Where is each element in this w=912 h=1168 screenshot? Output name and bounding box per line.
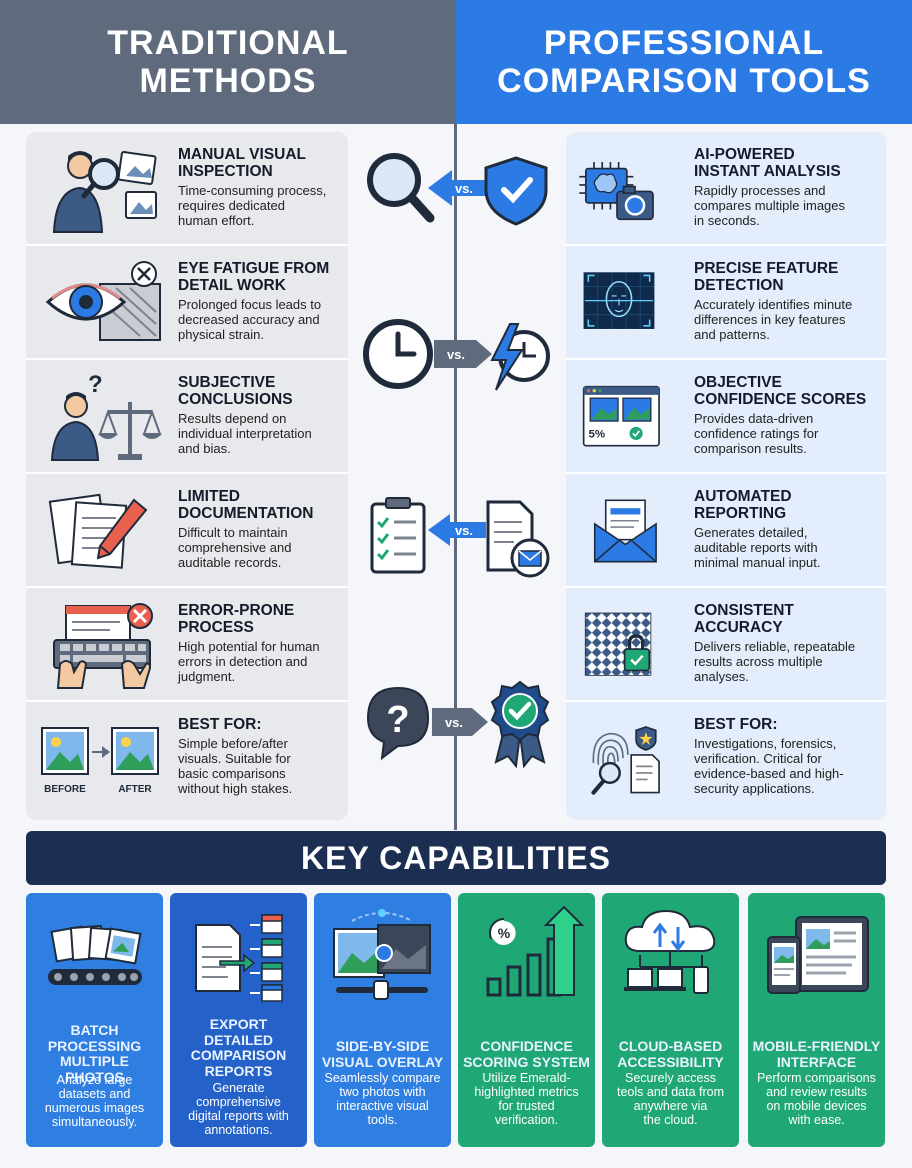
capability-title: EXPORT DETAILED COMPARISON REPORTS — [190, 1016, 287, 1079]
traditional-row-best-for: BEFORE AFTER BEST FOR: Simple before/aft… — [26, 702, 348, 816]
professional-row-desc: Rapidly processes and compares multiple … — [694, 183, 846, 228]
traditional-row-eye-fatigue: EYE FATIGUE FROM DETAIL WORK Prolonged f… — [26, 246, 348, 360]
cloud-devices-icon — [624, 909, 716, 994]
traditional-row-title: SUBJECTIVE CONCLUSIONS — [178, 374, 293, 408]
professional-row-best-for: BEST FOR: Investigations, forensics, ver… — [566, 702, 886, 816]
photo-conveyor-icon — [48, 924, 142, 985]
vs-connector-speed: vs. — [363, 319, 550, 391]
capability-title: CONFIDENCE SCORING SYSTEM — [463, 1038, 590, 1070]
question-bubble-icon — [366, 686, 430, 761]
export-files-icon — [195, 914, 283, 1002]
fingerprint-badge-icon — [591, 726, 660, 795]
traditional-header: TRADITIONAL METHODS — [0, 0, 456, 124]
traditional-row-desc: Simple before/after visuals. Suitable fo… — [178, 736, 293, 796]
envelope-report-icon — [593, 499, 657, 563]
mobile-tablet-icon — [767, 916, 869, 994]
professional-row-confidence: 5% OBJECTIVE CONFIDENCE SCORES Provides … — [566, 360, 886, 474]
professional-row-title: OBJECTIVE CONFIDENCE SCORES — [694, 374, 867, 408]
traditional-row-title: BEST FOR: — [178, 716, 262, 733]
traditional-panel: MANUAL VISUAL INSPECTION Time-consuming … — [26, 132, 348, 820]
scales-person-icon: ? — [50, 372, 162, 461]
key-capabilities-banner: KEY CAPABILITIES — [26, 831, 886, 885]
capability-desc: Analyze large datasets and numerous imag… — [44, 1073, 145, 1129]
capability-desc: Perform comparisons and review results o… — [757, 1071, 876, 1127]
traditional-row-desc: Results depend on individual interpretat… — [178, 411, 312, 456]
professional-row-desc: Delivers reliable, repeatable results ac… — [694, 639, 856, 684]
professional-row-title: AI-POWERED INSTANT ANALYSIS — [694, 146, 841, 180]
traditional-row-subjective: ? SUBJECTIVE CONCLUSIONS Results depend … — [26, 360, 348, 474]
professional-row-desc: Investigations, forensics, verification.… — [694, 736, 844, 796]
shield-check-icon — [484, 156, 548, 226]
magnifier-person-icon — [52, 151, 157, 233]
professional-title: PROFESSIONAL COMPARISON TOOLS — [497, 24, 871, 100]
face-scan-icon — [583, 272, 655, 329]
capability-card-batch: BATCH PROCESSING MULTIPLE PHOTOS Analyze… — [26, 893, 163, 1147]
capability-desc: Seamlessly compare two photos with inter… — [324, 1071, 441, 1127]
score-chart-icon: % — [486, 905, 585, 997]
after-label: AFTER — [118, 784, 152, 795]
capability-title: BATCH PROCESSING MULTIPLE PHOTOS — [47, 1022, 142, 1085]
traditional-row-title: LIMITED DOCUMENTATION — [178, 488, 314, 522]
professional-row-ai-analysis: AI-POWERED INSTANT ANALYSIS Rapidly proc… — [566, 132, 886, 246]
vs-connector-certainty: ? vs. — [366, 680, 550, 768]
professional-row-desc: Provides data-driven confidence ratings … — [694, 411, 819, 456]
pattern-lock-icon — [584, 612, 652, 676]
vs-connector-analysis: vs. — [367, 153, 548, 226]
traditional-row-title: EYE FATIGUE FROM DETAIL WORK — [178, 260, 330, 294]
traditional-row-desc: High potential for human errors in detec… — [178, 639, 320, 684]
capability-desc: Securely access teols and data from anyw… — [616, 1071, 724, 1127]
overlay-slider-icon — [333, 909, 431, 1000]
professional-row-title: CONSISTENT ACCURACY — [694, 602, 794, 636]
before-after-icon: BEFORE AFTER — [41, 727, 159, 795]
capability-card-overlay: SIDE-BY-SIDE VISUAL OVERLAY Seamlessly c… — [314, 893, 451, 1147]
professional-row-title: BEST FOR: — [694, 716, 778, 733]
ai-chip-camera-icon — [579, 161, 654, 221]
traditional-row-title: ERROR-PRONE PROCESS — [178, 602, 295, 636]
professional-row-reporting: AUTOMATED REPORTING Generates detailed, … — [566, 474, 886, 588]
keyboard-error-icon — [53, 603, 153, 689]
center-divider — [454, 124, 457, 830]
vs-connector-documentation: vs. — [370, 497, 550, 578]
confidence-window-icon: 5% — [582, 385, 660, 447]
traditional-row-documentation: LIMITED DOCUMENTATION Difficult to maint… — [26, 474, 348, 588]
professional-header: PROFESSIONAL COMPARISON TOOLS — [456, 0, 912, 124]
before-label: BEFORE — [44, 784, 86, 795]
capability-title: MOBILE-FRIENDLY INTERFACE — [752, 1038, 881, 1070]
vs-label: vs. — [455, 523, 473, 538]
professional-row-title: PRECISE FEATURE DETECTION — [694, 260, 839, 294]
traditional-row-desc: Prolonged focus leads to decreased accur… — [178, 297, 322, 342]
traditional-title: TRADITIONAL METHODS — [107, 24, 349, 100]
confidence-percent: 5% — [589, 428, 606, 440]
professional-row-desc: Accurately identifies minute differences… — [694, 297, 853, 342]
svg-text:?: ? — [386, 699, 409, 741]
traditional-row-manual-inspection: MANUAL VISUAL INSPECTION Time-consuming … — [26, 132, 348, 246]
capability-card-confidence: % CONFIDENCE SCORING SYSTEM Utilize Emer… — [458, 893, 595, 1147]
capability-card-cloud: CLOUD-BASED ACCESSIBILITY Securely acces… — [602, 893, 739, 1147]
capability-title: SIDE-BY-SIDE VISUAL OVERLAY — [321, 1038, 444, 1070]
vs-label: vs. — [445, 715, 463, 730]
traditional-row-desc: Difficult to maintain comprehensive and … — [178, 525, 292, 570]
capability-desc: Generate comprehensive digital reports w… — [188, 1081, 289, 1137]
capability-title: CLOUD-BASED ACCESSIBILITY — [617, 1038, 724, 1070]
professional-row-desc: Generates detailed, auditable reports wi… — [694, 525, 821, 570]
papers-pencil-icon — [48, 493, 148, 569]
svg-text:%: % — [498, 925, 511, 941]
professional-row-title: AUTOMATED REPORTING — [694, 488, 792, 522]
traditional-row-error-prone: ERROR-PRONE PROCESS High potential for h… — [26, 588, 348, 702]
magnifier-icon — [367, 153, 421, 207]
traditional-row-title: MANUAL VISUAL INSPECTION — [178, 146, 307, 180]
professional-row-feature-detection: PRECISE FEATURE DETECTION Accurately ide… — [566, 246, 886, 360]
professional-panel: AI-POWERED INSTANT ANALYSIS Rapidly proc… — [566, 132, 886, 820]
svg-text:?: ? — [88, 372, 103, 398]
key-capabilities-title: KEY CAPABILITIES — [301, 839, 611, 876]
eye-strain-icon — [45, 261, 161, 341]
capability-card-mobile: MOBILE-FRIENDLY INTERFACE Perform compar… — [748, 893, 885, 1147]
vs-label: vs. — [455, 181, 473, 196]
capability-desc: Utilize Emerald- highlighted metrics for… — [474, 1071, 579, 1127]
professional-row-consistent: CONSISTENT ACCURACY Delivers reliable, r… — [566, 588, 886, 702]
traditional-row-desc: Time-consuming process, requires dedicat… — [178, 183, 327, 228]
capability-card-export: EXPORT DETAILED COMPARISON REPORTS Gener… — [170, 893, 307, 1147]
vs-label: vs. — [447, 347, 465, 362]
